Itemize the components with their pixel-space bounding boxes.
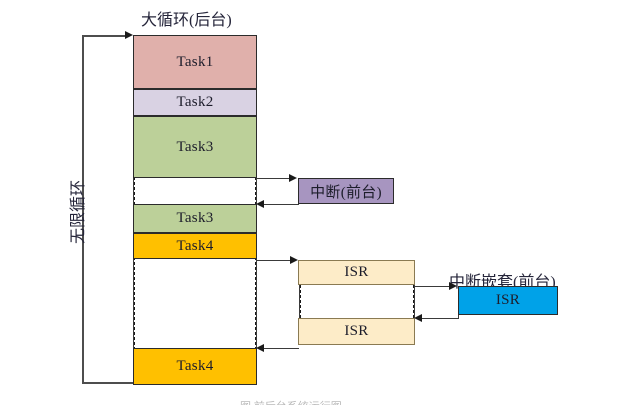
isr-upper-label: ISR — [344, 264, 369, 280]
isr-dashed-guide-left — [300, 285, 301, 318]
task3-resumed-block[interactable]: Task3 — [133, 204, 257, 233]
isr-return-arrowhead-icon — [256, 344, 264, 352]
interrupt-block-label: 中断(前台) — [310, 184, 382, 201]
figure-caption: 图 前后台系统运行图 — [240, 398, 500, 405]
isr-upper-block[interactable]: ISR — [298, 260, 415, 285]
dashed-guide-left — [134, 177, 135, 385]
nested-entry-connector — [415, 286, 453, 287]
task2-block[interactable]: Task2 — [133, 89, 257, 116]
infinite-loop-bracket-bottom — [82, 382, 133, 384]
task1-block[interactable]: Task1 — [133, 35, 257, 89]
infinite-loop-bracket-top — [82, 35, 128, 37]
isr-nested-label: ISR — [495, 292, 521, 308]
infinite-loop-label: 无限循环 — [70, 179, 87, 244]
task1-label: Task1 — [176, 53, 214, 70]
isr-dashed-guide-right — [413, 285, 414, 318]
interrupt-return-connector — [259, 204, 299, 205]
isr-return-connector — [259, 348, 299, 349]
task2-label: Task2 — [176, 94, 214, 110]
isr-nested-block[interactable]: ISR — [458, 286, 558, 315]
nested-return-drop — [458, 315, 459, 319]
interrupt-block[interactable]: 中断(前台) — [298, 178, 394, 204]
interrupt-entry-connector — [257, 178, 293, 179]
main-column-title: 大循环(后台) — [141, 12, 232, 29]
isr-entry-connector — [257, 260, 293, 261]
task4-resumed-label: Task4 — [176, 358, 214, 374]
task3-first-label: Task3 — [176, 138, 214, 155]
task3-first-block[interactable]: Task3 — [133, 116, 257, 178]
isr-column-left-edge — [299, 260, 300, 345]
task3-resumed-label: Task3 — [176, 210, 214, 226]
interrupt-entry-arrowhead-icon — [289, 174, 297, 182]
infinite-loop-bracket-vertical — [82, 35, 84, 382]
isr-lower-label: ISR — [344, 323, 369, 339]
infinite-loop-arrowhead-icon — [125, 31, 133, 39]
nested-return-connector — [417, 318, 458, 319]
isr-lower-block[interactable]: ISR — [298, 318, 415, 345]
isr-column-right-edge — [414, 260, 415, 345]
isr-entry-arrowhead-icon — [290, 256, 298, 264]
nested-entry-arrowhead-icon — [449, 282, 457, 290]
task4-resumed-block[interactable]: Task4 — [133, 348, 257, 385]
nested-return-arrowhead-icon — [414, 314, 422, 322]
task4-first-block[interactable]: Task4 — [133, 233, 257, 259]
dashed-guide-right — [255, 177, 256, 385]
interrupt-return-arrowhead-icon — [256, 200, 264, 208]
task4-first-label: Task4 — [176, 237, 214, 254]
